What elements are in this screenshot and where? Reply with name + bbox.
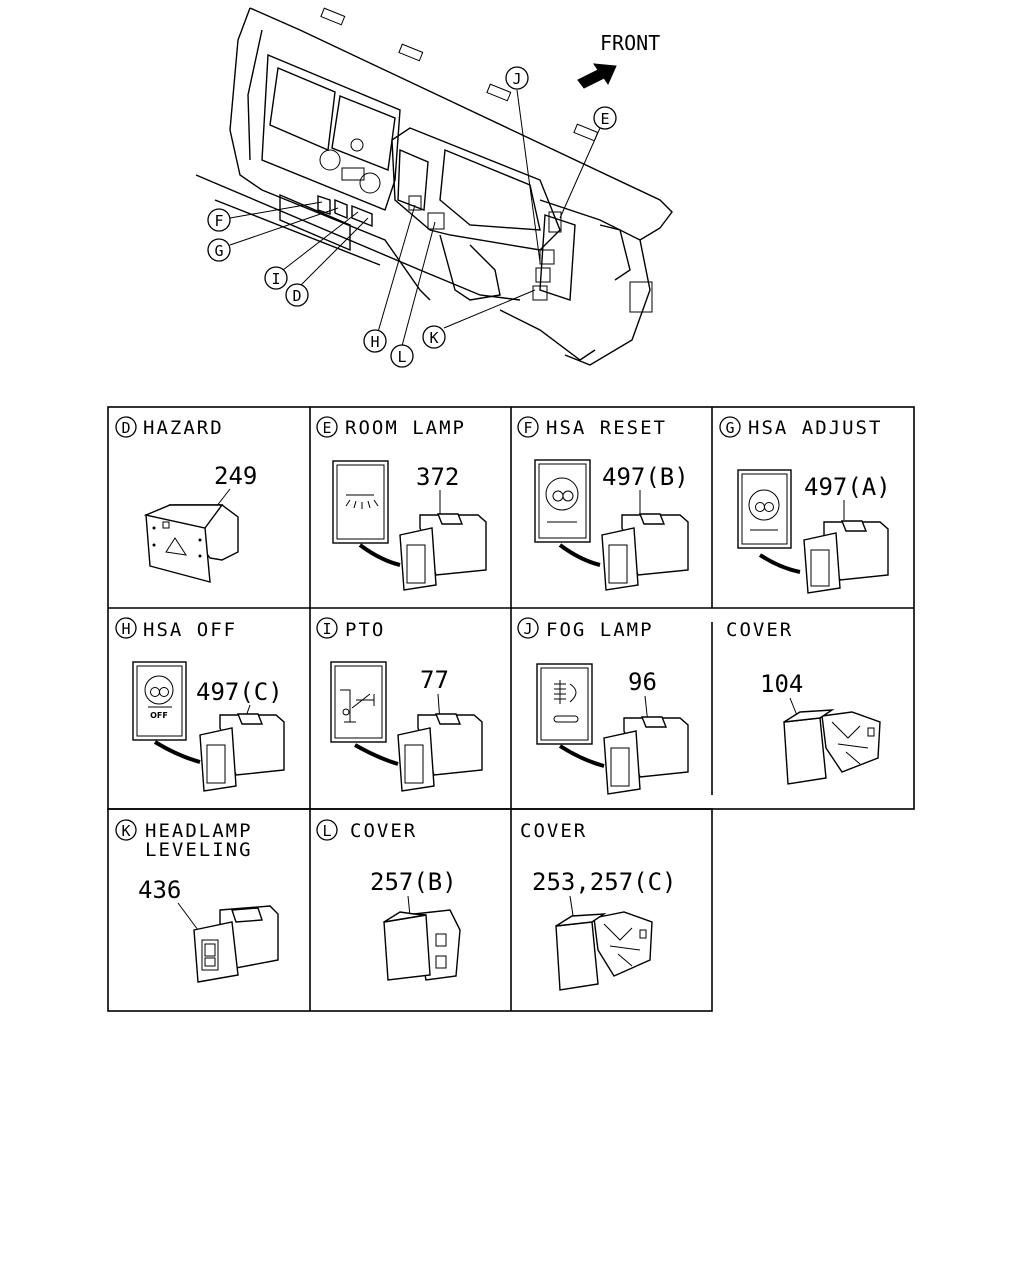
cell-title: COVER	[520, 820, 587, 842]
room-lamp-icon	[332, 460, 389, 544]
cell-title: HSA OFF	[143, 619, 237, 641]
callout-k: K	[422, 325, 446, 349]
callout-e: E	[593, 106, 617, 130]
cell-letter: D	[121, 419, 130, 437]
cell-title: HEADLAMP	[145, 820, 253, 842]
callout-d: D	[285, 283, 309, 307]
cell-letter: F	[523, 419, 532, 437]
hazard-switch-icon	[143, 504, 239, 583]
hsa-off-icon: OFF	[132, 661, 187, 741]
cell-title: ROOM LAMP	[345, 417, 466, 439]
switch-body-icon	[601, 513, 689, 591]
cell-title: COVER	[726, 619, 793, 641]
cell-cover-104: COVER 104	[726, 619, 881, 785]
callout-g: G	[207, 238, 231, 262]
cell-letter: J	[523, 620, 532, 638]
cell-letter: K	[121, 822, 130, 840]
svg-text:H: H	[370, 333, 379, 351]
hsa-adjust-icon	[737, 469, 792, 549]
cell-hsa-off: H HSA OFF 497(C) OFF	[115, 617, 285, 792]
cover-icon	[783, 709, 881, 785]
cell-room-lamp: E ROOM LAMP 372	[316, 416, 487, 591]
part-number: 257(B)	[370, 868, 457, 896]
svg-text:J: J	[512, 70, 521, 88]
cell-letter: L	[322, 822, 331, 840]
svg-text:F: F	[214, 212, 223, 230]
cell-title: FOG LAMP	[546, 619, 654, 641]
cell-letter: I	[322, 620, 331, 638]
part-number: 436	[138, 876, 181, 904]
part-number: 497(B)	[602, 463, 689, 491]
switch-body-icon	[399, 513, 487, 591]
cover-icon	[383, 909, 461, 981]
cell-title: PTO	[345, 619, 385, 641]
svg-text:L: L	[397, 348, 406, 366]
switch-body-icon	[397, 713, 483, 792]
cell-title: HSA RESET	[546, 417, 667, 439]
svg-text:K: K	[429, 329, 438, 347]
switch-body-icon	[803, 520, 889, 594]
cell-title: COVER	[350, 820, 417, 842]
callout-f: F	[207, 208, 231, 232]
cell-hsa-adjust: G HSA ADJUST 497(A)	[719, 416, 891, 594]
cell-hazard: D HAZARD 249	[115, 416, 257, 583]
cell-headlamp-leveling: K HEADLAMP LEVELING 436	[115, 819, 279, 983]
cell-letter: G	[725, 419, 734, 437]
part-number: 497(A)	[804, 473, 891, 501]
parts-grid	[107, 406, 915, 1012]
part-number: 372	[416, 463, 459, 491]
cell-cover-253-257c: COVER 253,257(C)	[520, 820, 677, 991]
callout-l: L	[390, 344, 414, 368]
part-number: 96	[628, 668, 657, 696]
headlamp-leveling-switch-icon	[193, 905, 279, 983]
cell-title: HAZARD	[143, 417, 224, 439]
cell-title-line2: LEVELING	[145, 839, 253, 861]
hsa-reset-icon	[534, 459, 591, 543]
fog-lamp-icon	[536, 663, 593, 745]
callout-i: I	[264, 266, 288, 290]
cell-title: HSA ADJUST	[748, 417, 882, 439]
cover-icon	[555, 911, 653, 991]
part-number: 253,257(C)	[532, 868, 677, 896]
pto-icon	[330, 661, 387, 743]
cell-hsa-reset: F HSA RESET 497(B)	[517, 416, 689, 591]
svg-text:E: E	[600, 110, 609, 128]
svg-text:D: D	[292, 287, 301, 305]
part-number: 77	[420, 666, 449, 694]
callout-h: H	[363, 329, 387, 353]
cell-pto: I PTO 77	[316, 617, 483, 792]
part-number: 104	[760, 670, 803, 698]
dashboard-overview: FRONT J E F G I D H L K	[195, 7, 673, 368]
cell-fog-lamp: J FOG LAMP 96	[517, 617, 689, 795]
svg-text:G: G	[214, 242, 223, 260]
switch-body-icon	[603, 716, 689, 795]
front-label: FRONT	[600, 31, 660, 55]
callout-j: J	[505, 66, 529, 90]
front-arrow-icon	[577, 63, 617, 89]
switch-body-icon	[199, 713, 285, 792]
part-number: 249	[214, 462, 257, 490]
svg-text:I: I	[271, 270, 280, 288]
cell-cover-257b: L COVER 257(B)	[316, 819, 461, 981]
part-number: 497(C)	[196, 678, 283, 706]
cell-letter: E	[322, 419, 331, 437]
svg-text:OFF: OFF	[150, 711, 168, 720]
cell-letter: H	[121, 620, 130, 638]
